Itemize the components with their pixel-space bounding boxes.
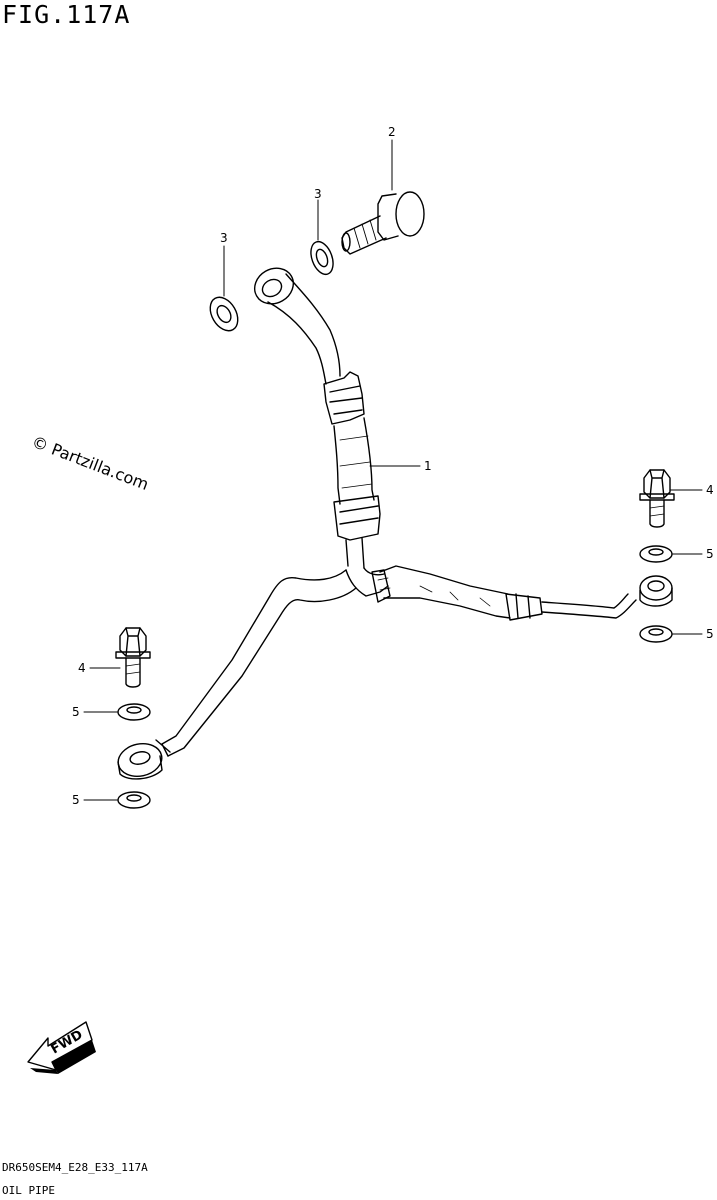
- callout-1: 1: [424, 459, 432, 473]
- washer-left-lower[interactable]: [117, 791, 151, 809]
- union-bolt[interactable]: [341, 191, 425, 255]
- figure-title: FIG.117A: [2, 0, 131, 29]
- callout-5-right-lower: 5: [706, 627, 714, 641]
- diagram-name: OIL PIPE: [2, 1184, 55, 1197]
- callout-4-left: 4: [78, 661, 86, 675]
- diagram-code: DR650SEM4_E28_E33_117A: [2, 1161, 148, 1174]
- bolt-left[interactable]: [115, 627, 151, 688]
- callout-5-left-lower: 5: [72, 793, 80, 807]
- callout-3-lower: 3: [220, 231, 228, 245]
- callout-2: 2: [388, 125, 396, 139]
- oil-pipe[interactable]: [115, 261, 673, 780]
- gasket-lower[interactable]: [205, 292, 244, 335]
- bolt-right[interactable]: [639, 469, 675, 528]
- gasket-upper[interactable]: [307, 239, 337, 278]
- callout-5-left-upper: 5: [72, 705, 80, 719]
- washer-right-lower[interactable]: [639, 625, 673, 643]
- leader-lines: [83, 139, 703, 801]
- callout-5-right-upper: 5: [706, 547, 714, 561]
- washer-right-upper[interactable]: [639, 545, 673, 563]
- washer-left-upper[interactable]: [117, 703, 151, 721]
- callout-4-right: 4: [706, 483, 714, 497]
- callout-3-upper: 3: [314, 187, 322, 201]
- fwd-arrow-icon: FWD: [27, 1021, 96, 1074]
